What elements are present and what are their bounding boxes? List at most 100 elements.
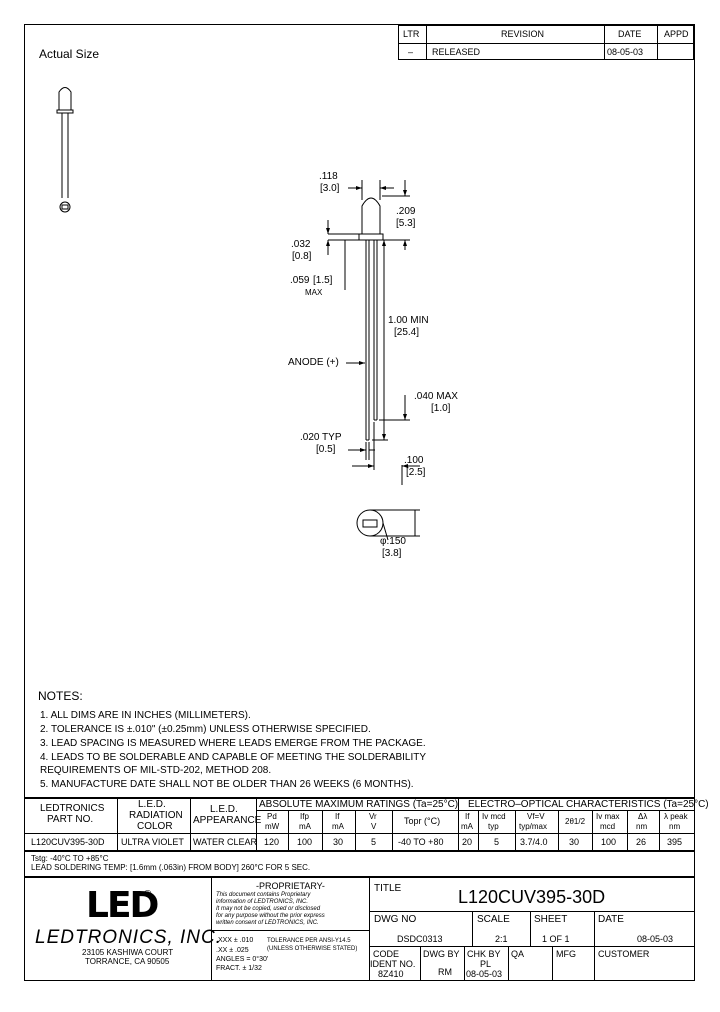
sheet-label: SHEET [534, 914, 568, 925]
th-if-unit: mA [332, 822, 344, 831]
td-vf: 3.7/4.0 [520, 837, 548, 847]
th-if2-unit: mA [461, 822, 473, 831]
company-address-1: 23105 KASHIWA COURT [82, 948, 174, 957]
th-partno: PART NO. [47, 814, 94, 825]
th-angle: 2θ1/2 [565, 817, 586, 826]
storage-note-2: LEAD SOLDERING TEMP: [1.6mm (.063in) FRO… [31, 863, 311, 872]
dim-100min: 1.00 MIN [388, 315, 429, 326]
th-if: If [335, 812, 340, 821]
led-dimension-drawing [326, 180, 420, 541]
th-vr: Vr [369, 812, 377, 821]
note-4: 4. LEADS TO BE SOLDERABLE AND CAPABLE OF… [40, 752, 427, 763]
note-3: 3. LEAD SPACING IS MEASURED WHERE LEADS … [40, 738, 426, 749]
registered-icon: ® [144, 889, 152, 900]
rev-date: 08-05-03 [607, 47, 644, 57]
rev-header-appd: APPD [664, 29, 689, 39]
company-name: LEDTRONICS, INC. [35, 927, 223, 948]
dim-059-mm: [1.5] [313, 275, 333, 286]
qa-label: QA [511, 949, 525, 959]
td-pd: 120 [264, 837, 280, 847]
dim-100: .100 [404, 455, 424, 466]
td-dl: 26 [636, 837, 647, 847]
th-iv-unit: typ [488, 822, 499, 831]
dwgby-label: DWG BY [423, 949, 460, 959]
dim-032-mm: [0.8] [292, 251, 312, 262]
company-logo: LED [86, 885, 159, 926]
title-value: L120CUV395-30D [458, 887, 606, 907]
proprietary-line-2: information of LEDTRONICS, INC. [216, 899, 309, 905]
note-1: 1. ALL DIMS ARE IN INCHES (MILLIMETERS). [40, 710, 251, 721]
sheet-value: 1 OF 1 [542, 934, 570, 944]
th-lpeak-unit: nm [669, 822, 681, 831]
th-led2: L.E.D. [210, 804, 238, 815]
chkby-label: CHK BY [467, 949, 501, 959]
scale-value: 2:1 [495, 934, 508, 944]
rev-ltr: – [408, 47, 414, 57]
tol-xx: .XX ± .025 [216, 947, 249, 954]
title-label: TITLE [374, 883, 402, 894]
rev-header-revision: REVISION [501, 29, 545, 39]
proprietary-line-3: It may not be copied, used or disclosed [216, 906, 321, 912]
chkby-date: 08-05-03 [466, 969, 503, 979]
tol-angles: ANGLES = 0°30' [216, 956, 269, 963]
th-radiation: RADIATION [129, 810, 183, 821]
td-iv: 5 [494, 837, 500, 847]
td-ivmax: 100 [601, 837, 617, 847]
th-ifp-unit: mA [299, 822, 311, 831]
rev-header-date: DATE [618, 29, 642, 39]
code-label: CODE [373, 949, 400, 959]
dim-100min-mm: [25.4] [394, 327, 420, 338]
td-angle: 30 [569, 837, 580, 847]
th-eo: ELECTRO–OPTICAL CHARACTERISTICS (Ta=25°C… [468, 799, 709, 810]
th-ledtronics: LEDTRONICS [40, 803, 105, 814]
dim-209: .209 [396, 206, 416, 217]
storage-note-1: Tstg: -40°C TO +85°C [31, 854, 109, 863]
actual-size-led-drawing [56, 87, 74, 213]
code-value: 8Z410 [378, 969, 404, 979]
logo-text: LED [86, 885, 159, 926]
td-appearance: WATER CLEAR [193, 837, 258, 847]
mfg-label: MFG [556, 949, 576, 959]
th-dl: Δλ [638, 812, 648, 821]
th-led1: L.E.D. [138, 799, 166, 810]
th-ivmax-unit: mcd [600, 822, 616, 831]
th-pd: Pd [267, 812, 277, 821]
note-4-cont: REQUIREMENTS OF MIL-STD-202, METHOD 208. [40, 765, 272, 776]
th-appearance: APPEARANCE [193, 815, 262, 826]
td-ifp: 100 [297, 837, 313, 847]
td-color: ULTRA VIOLET [121, 837, 184, 847]
th-abs: ABSOLUTE MAXIMUM RATINGS (Ta=25°C) [259, 799, 459, 810]
tol-note-1: TOLERANCE PER ANSI-Y14.5 [267, 938, 351, 944]
td-if2: 20 [462, 837, 473, 847]
td-lpeak: 395 [667, 837, 683, 847]
dim-032: .032 [291, 239, 311, 250]
note-2: 2. TOLERANCE IS ±.010" (±0.25mm) UNLESS … [40, 724, 371, 735]
customer-label: CUSTOMER [598, 949, 650, 959]
company-address-2: TORRANCE, CA 90505 [85, 957, 170, 966]
th-lpeak: λ peak [664, 812, 688, 821]
dim-150: φ.150 [380, 536, 406, 547]
date-label: DATE [598, 914, 624, 925]
th-ifp: Ifp [300, 812, 309, 821]
dwgno-label: DWG NO [374, 914, 417, 925]
td-part: L120CUV395-30D [31, 837, 105, 847]
th-dl-unit: nm [636, 822, 648, 831]
dim-150-mm: [3.8] [382, 548, 402, 559]
th-ivmax: Iv max [596, 812, 620, 821]
th-vf-unit: typ/max [519, 822, 548, 831]
date-value: 08-05-03 [637, 934, 674, 944]
th-if2: If [465, 812, 470, 821]
scale-label: SCALE [477, 914, 510, 925]
proprietary-title: -PROPRIETARY- [256, 881, 325, 891]
th-vf: Vf=V [527, 812, 545, 821]
dim-020-mm: [0.5] [316, 444, 336, 455]
dwgby-value: RM [438, 967, 452, 977]
drawing-frame [24, 24, 695, 981]
th-topr: Topr (°C) [404, 816, 441, 826]
notes-title: NOTES: [38, 689, 83, 703]
dim-059: .059 [290, 275, 310, 286]
dwgno-value: DSDC0313 [397, 934, 443, 944]
td-vr: 5 [371, 837, 377, 847]
tol-xxx: .XXX ± .010 [216, 937, 254, 944]
dim-040: .040 MAX [414, 391, 458, 402]
